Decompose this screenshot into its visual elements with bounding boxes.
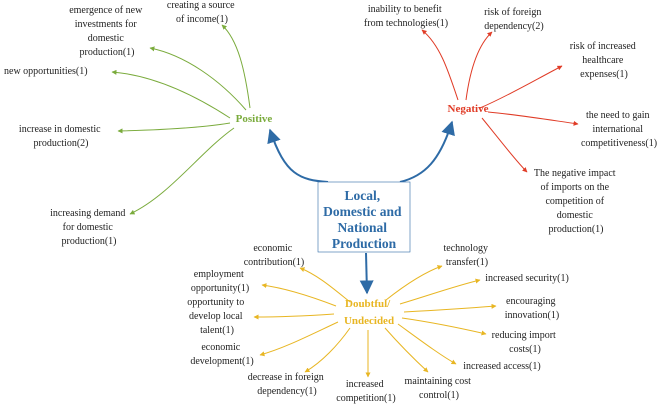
- negative-connector-competitiveness: [487, 111, 579, 126]
- negative-connector-healthcare: [479, 65, 563, 109]
- negative-connector-foreign-dependency: [465, 31, 493, 101]
- doubtful-item-decrease-foreign-dependency: decrease in foreign dependency(1): [248, 372, 327, 397]
- positive-item-new-investments: emergence of new investments for domesti…: [69, 5, 145, 58]
- doubtful-item-local-talent: opportunity to develop local talent(1): [187, 297, 246, 336]
- positive-connector-new-investments: [149, 46, 247, 111]
- negative-item-healthcare-expenses: risk of increased healthcare expenses(1): [570, 41, 639, 80]
- doubtful-item-import-costs: reducing import costs(1): [492, 330, 559, 355]
- doubtful-item-cost-control: maintaining cost control(1): [405, 376, 474, 401]
- doubtful-connector-local-talent: [253, 313, 335, 320]
- center-node-label: Local, Domestic and National Production: [323, 188, 405, 251]
- negative-hub-label: Negative: [448, 103, 489, 115]
- positive-item-source-of-income: creating a source of income(1): [167, 0, 237, 25]
- doubtful-connector-technology-transfer: [385, 265, 443, 301]
- doubtful-hub-label: Doubtful/ Undecided: [344, 298, 394, 327]
- doubtful-item-increased-security: increased security(1): [485, 273, 569, 284]
- negative-connector-inability-benefit: [421, 29, 459, 101]
- doubtful-connector-economic-development: [259, 321, 339, 357]
- doubtful-connector-economic-contribution: [299, 267, 351, 303]
- negative-connector-imports-impact: [481, 117, 528, 173]
- doubtful-connector-increased-security: [399, 278, 481, 305]
- doubtful-connector-increased-access: [397, 323, 457, 365]
- center-to-positive-connector: [267, 128, 329, 183]
- doubtful-connector-foreign-dependency: [304, 327, 351, 373]
- positive-connector-increase-production: [117, 122, 231, 134]
- center-to-doubtful-connector: [359, 252, 374, 295]
- positive-connector-source-of-income: [221, 24, 251, 109]
- negative-item-foreign-dependency: risk of foreign dependency(2): [484, 7, 544, 32]
- doubtful-connector-employment-opportunity: [261, 283, 337, 307]
- positive-hub-label: Positive: [236, 113, 273, 125]
- doubtful-connector-import-costs: [401, 317, 487, 336]
- doubtful-connector-cost-control: [384, 327, 429, 373]
- center-to-negative-connector: [399, 120, 455, 183]
- center-node-box: [317, 181, 411, 253]
- connector-layer: [111, 24, 579, 378]
- negative-item-imports-impact: The negative impact of imports on the co…: [534, 168, 618, 235]
- doubtful-connector-innovation: [403, 303, 497, 313]
- doubtful-item-increased-competition: increased competition(1): [336, 379, 395, 404]
- doubtful-item-technology-transfer: technology transfer(1): [444, 243, 491, 268]
- positive-item-increasing-demand: increasing demand for domestic productio…: [50, 208, 128, 247]
- positive-item-increase-domestic-production: increase in domestic production(2): [19, 124, 103, 149]
- doubtful-item-innovation: encouraging innovation(1): [505, 296, 559, 321]
- positive-connector-increasing-demand: [129, 127, 235, 215]
- doubtful-item-economic-development: economic development(1): [190, 342, 253, 367]
- positive-connector-new-opportunities: [111, 69, 231, 119]
- positive-item-new-opportunities: new opportunities(1): [4, 66, 88, 77]
- doubtful-item-increased-access: increased access(1): [463, 361, 540, 372]
- doubtful-item-employment-opportunity: employment opportunity(1): [191, 269, 249, 294]
- negative-item-international-competitiveness: the need to gain international competiti…: [581, 110, 657, 149]
- doubtful-item-economic-contribution: economic contribution(1): [244, 243, 305, 268]
- negative-item-inability-benefit: inability to benefit from technologies(1…: [364, 4, 448, 29]
